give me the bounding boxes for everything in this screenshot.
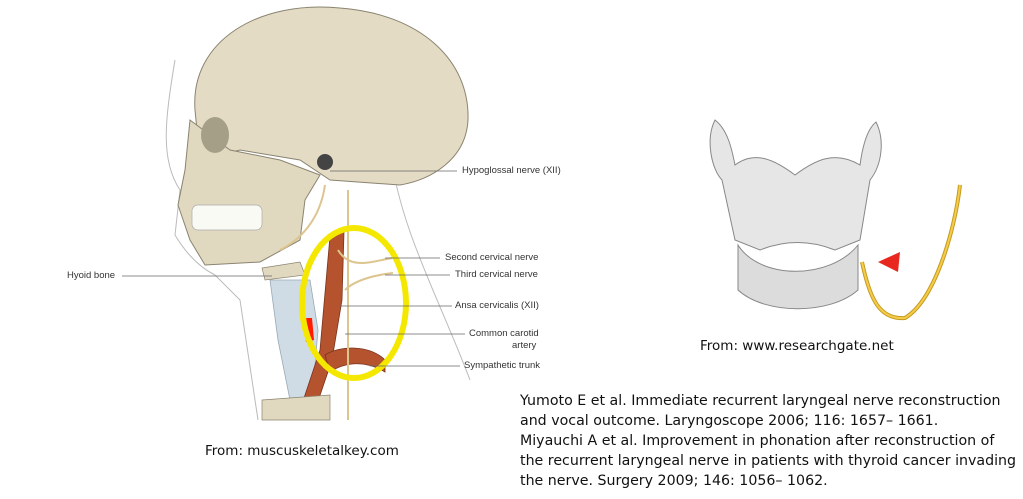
references: Yumoto E et al. Immediate recurrent lary… (520, 391, 1020, 491)
left-figure-caption: From: muscuskeletalkey.com (205, 443, 399, 459)
reference-line: and vocal outcome. Laryngoscope 2006; 11… (520, 413, 939, 429)
right-figure-caption: From: www.researchgate.net (700, 338, 894, 354)
head-neck-illustration (122, 6, 471, 421)
laryngeal-cartilage-illustration (709, 119, 962, 321)
label-second-cervical-nerve: Second cervical nerve (445, 252, 539, 263)
label-hyoid-bone: Hyoid bone (67, 270, 116, 281)
label-sympathetic-trunk: Sympathetic trunk (464, 360, 541, 371)
reference-line: Miyauchi A et al. Improvement in phonati… (520, 433, 995, 449)
reference-line: the nerve. Surgery 2009; 146: 1056– 1062… (520, 473, 828, 489)
label-common-carotid: Common carotid (469, 328, 539, 339)
label-hypoglossal-nerve: Hypoglossal nerve (XII) (462, 165, 561, 176)
highlight-ellipse (299, 225, 409, 381)
reference-line: Yumoto E et al. Immediate recurrent lary… (520, 393, 1001, 409)
red-arrow-marker (878, 252, 900, 272)
cricoid-cartilage (737, 243, 859, 310)
label-ansa-cervicalis: Ansa cervicalis (XII) (455, 300, 539, 311)
reference-line: the recurrent laryngeal nerve in patient… (520, 453, 1017, 469)
skull (194, 6, 469, 186)
label-artery: artery (512, 340, 537, 351)
thyroid-cartilage (709, 119, 882, 251)
label-third-cervical-nerve: Third cervical nerve (455, 269, 538, 280)
